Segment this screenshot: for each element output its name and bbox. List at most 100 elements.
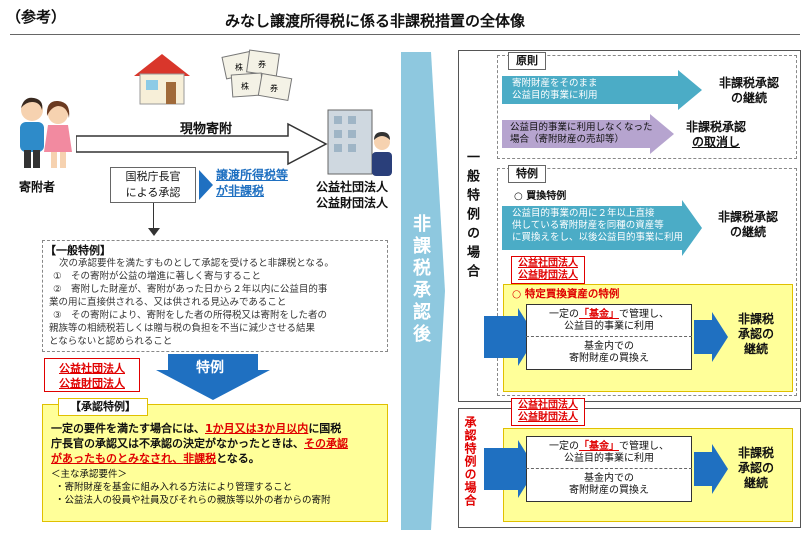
approval-special-line-2: 庁長官の承認又は不承認の決定がなかったときは、その承認 <box>51 436 381 451</box>
approval-line: による承認 <box>125 186 181 199</box>
fund-text: 一定の <box>549 441 579 452</box>
general-exception-item: ② 寄附した財産が、寄附があった日から２年以内に公益目的事 <box>53 284 328 295</box>
specific-fund-text-2: 基金内での 寄附財産の買換え <box>526 341 692 365</box>
result-line: 非課税 <box>737 446 774 460</box>
exception-arrow <box>502 200 702 256</box>
approval-special-title: 【承認特例】 <box>58 398 148 416</box>
approval-special-text: 庁長官の承認又は不承認の決定がなかったときは、 <box>51 437 304 450</box>
general-exception-item: とならないと認められること <box>49 336 173 347</box>
general-case-panel <box>458 50 801 402</box>
arrow-text-line: 供している寄附財産を同種の資産等 <box>512 220 664 231</box>
arrow-text-line: に買換えをし、以後公益目的事業に利用 <box>512 232 684 243</box>
approval-connector <box>153 203 154 231</box>
approval-special-line-1: 一定の要件を満たす場合には、1か月又は3か月以内に国税 <box>51 421 381 436</box>
specific-asset-title: ○ 特定買換資産の特例 <box>512 288 620 300</box>
principle-tag: 原則 <box>508 52 546 70</box>
special-arrow-label: 特例 <box>196 360 224 376</box>
principle-box <box>497 55 797 159</box>
result-line: の継続 <box>730 91 767 105</box>
fund-line: 寄附財産の買換え <box>569 485 649 496</box>
corp-badge-line: 公益社団法人 <box>59 362 125 375</box>
specific-fund-divider <box>526 336 692 337</box>
arrow-text-line: 公益目的事業の用に２年以上直接 <box>512 208 655 219</box>
approval-special-req: ・公益法人の役員や社員及びそれらの親族等以外の者からの寄附 <box>55 495 331 506</box>
ticket-char: 券 <box>258 59 266 69</box>
approval-case-panel <box>458 408 801 528</box>
specific-result: 非課税 承認の 継続 <box>728 312 784 357</box>
corp-badge-line: 公益社団法人 <box>518 400 578 411</box>
specific-arrow-right <box>694 312 728 362</box>
principle-arrow-1-text: 寄附財産をそのまま 公益目的事業に利用 <box>512 78 598 102</box>
approval-special-deemed: があったものとみなされ、 <box>51 452 184 465</box>
general-exception-item: 親族等の相続税若しくは贈与税の負担を不当に減少させる結果 <box>49 323 316 334</box>
corp-badge-right-2: 公益社団法人 公益財団法人 <box>511 398 585 426</box>
donor-couple-icon <box>20 97 72 168</box>
approval-fund-divider <box>526 468 692 469</box>
principle-arrow-2 <box>502 114 674 154</box>
page-title: みなし譲渡所得税に係る非課税措置の全体像 <box>225 12 526 30</box>
exception-result: 非課税承認 の継続 <box>704 210 792 240</box>
result-line: の継続 <box>729 225 766 239</box>
ticket-char: 株 <box>235 62 243 72</box>
approval-special-line-3: があったものとみなされ、非課税となる。 <box>51 451 381 466</box>
specific-arrow-left <box>484 308 536 366</box>
general-exception-intro: 次の承認要件を満たすものとして承認を受けると非課税となる。 <box>59 258 334 269</box>
principle-arrow-2-text: 公益目的事業に利用しなくなった 場合（寄附財産の売却等） <box>510 122 653 146</box>
exception-box <box>497 168 797 396</box>
approval-fund-text: 一定の「基金」で管理し、 公益目的事業に利用 <box>526 441 692 465</box>
general-case-label: 一般特例の場合 <box>464 150 479 283</box>
corp-badge-left: 公益社団法人 公益財団法人 <box>44 358 140 392</box>
approval-fund-text-2: 基金内での 寄附財産の買換え <box>526 473 692 497</box>
approval-special-period: 1か月又は3か月以内 <box>205 422 309 435</box>
exempt-line: 譲渡所得税等 <box>216 168 289 182</box>
corp-label-1: 公益社団法人 <box>316 180 389 194</box>
approval-result: 非課税 承認の 継続 <box>728 446 784 491</box>
result-line: 承認の <box>737 327 774 341</box>
fund-text: 一定の <box>549 309 579 320</box>
arrow-text-line: 公益目的事業に利用しなくなった <box>510 122 653 133</box>
fund-line: 一定の「基金」で管理し、 <box>526 309 692 321</box>
exception-arrow-text: 公益目的事業の用に２年以上直接 供している寄附財産を同種の資産等 に買換えをし、… <box>512 208 683 244</box>
specific-fund-text: 一定の「基金」で管理し、 公益目的事業に利用 <box>526 309 692 333</box>
approval-special-deemed: その承認 <box>304 437 348 450</box>
result-line: 継続 <box>743 476 768 490</box>
result-line: の取消し <box>691 135 740 149</box>
replacement-exception-label: ○ 買換特例 <box>514 191 567 202</box>
donor-label: 寄附者 <box>19 180 56 194</box>
approval-line: 国税庁長官 <box>125 170 181 183</box>
general-exception-item: ① その寄附が公益の増進に著しく寄与すること <box>53 271 262 282</box>
approval-special-text: 一定の要件を満たす場合には、 <box>51 422 205 435</box>
corp-badge-line: 公益社団法人 <box>518 258 578 269</box>
approval-special-req: ・寄附財産を基金に組み入れる方法により管理すること <box>55 482 293 493</box>
principle-result-1: 非課税承認 の継続 <box>706 76 792 106</box>
ticket-char: 券 <box>270 83 278 93</box>
exempt-line: が非課税 <box>216 184 265 198</box>
exempt-text: 譲渡所得税等 が非課税 <box>216 167 288 199</box>
arrow-text-line: 公益目的事業に利用 <box>512 90 598 101</box>
approval-special-text: に国税 <box>308 422 342 435</box>
fund-text: で管理し、 <box>619 441 669 452</box>
approval-fund-box <box>526 436 692 502</box>
exception-tag: 特例 <box>508 165 546 183</box>
reference-tag: （参考） <box>6 8 67 26</box>
corp-label-2: 公益財団法人 <box>316 196 389 210</box>
result-line: 継続 <box>743 342 768 356</box>
fund-line: 基金内での <box>584 341 634 352</box>
fund-line: 寄附財産の買換え <box>569 353 649 364</box>
approval-connector-head <box>148 228 160 236</box>
approval-case-label: 承認特例の場合 <box>463 416 477 507</box>
fund-line: 一定の「基金」で管理し、 <box>526 441 692 453</box>
gift-arrow <box>76 122 328 166</box>
house-icon <box>134 54 190 105</box>
result-line: 非課税承認 <box>717 210 778 224</box>
corp-badge-line: 公益財団法人 <box>59 377 125 390</box>
approval-special-text: となる。 <box>216 452 260 465</box>
arrow-text-line: 場合（寄附財産の売却等） <box>510 134 625 145</box>
corp-badge-right-1: 公益社団法人 公益財団法人 <box>511 256 585 284</box>
special-down-arrow <box>156 354 270 400</box>
fund-keyword: 「基金」 <box>579 309 619 320</box>
corp-badge-line: 公益財団法人 <box>518 270 578 281</box>
corp-badge-line: 公益財団法人 <box>518 412 578 423</box>
approval-special-req-title: ＜主な承認要件＞ <box>51 469 128 480</box>
specific-fund-box <box>526 304 692 370</box>
